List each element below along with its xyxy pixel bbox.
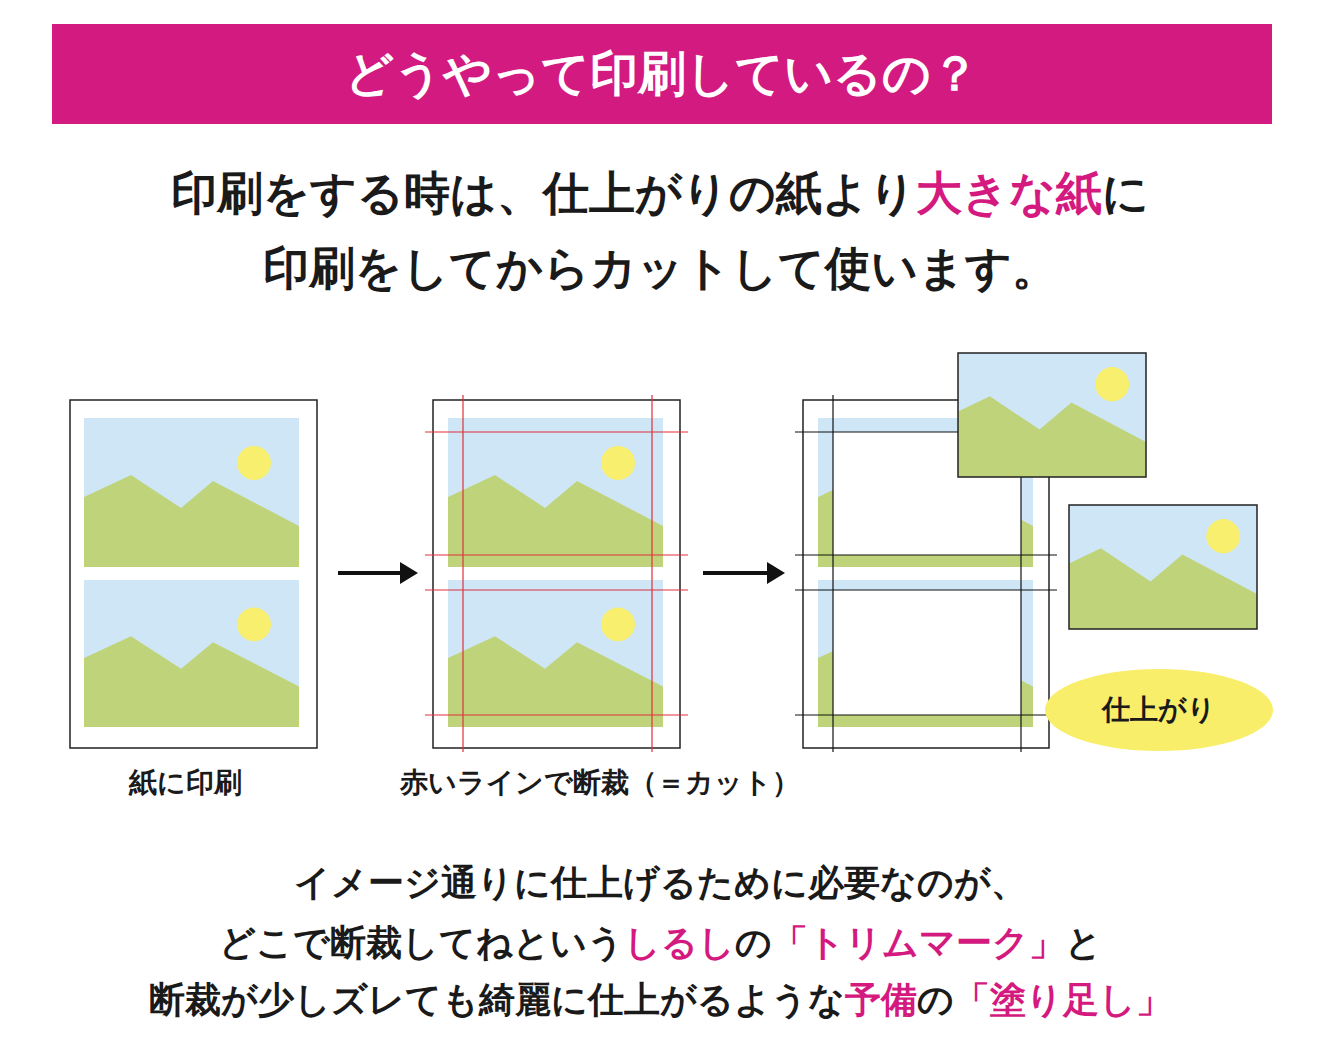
piece-border	[1069, 505, 1257, 629]
text-run: 予備	[845, 979, 917, 1020]
image	[943, 339, 1157, 489]
cut-line	[651, 395, 652, 752]
text-run: 断裁が少しズレても綺麗に仕上がるような	[149, 979, 845, 1020]
image	[448, 580, 663, 727]
flow-arrow	[703, 562, 785, 584]
arrow-line	[703, 571, 770, 575]
trim-line	[795, 589, 1057, 590]
flow-arrow	[338, 562, 418, 584]
note-text: どこで断裁してねというしるしの「トリムマーク」と	[219, 918, 1102, 968]
trim-line	[795, 554, 1057, 555]
sheet	[433, 400, 680, 748]
finished-piece	[943, 339, 1157, 489]
title-box: どうやって印刷しているの？	[52, 24, 1272, 124]
text-run: 印刷をしてからカットして使います。	[263, 241, 1058, 295]
node-label: 仕上がり	[1102, 691, 1216, 729]
step-caption: 赤いラインで断裁（＝カット）	[400, 765, 800, 801]
lead-text: 印刷をする時は、仕上がりの紙より大きな紙に印刷をしてからカットして使います。	[171, 156, 1149, 306]
sheet	[70, 400, 317, 748]
text-run: 「塗り足し」	[954, 979, 1172, 1020]
text-run: と	[1065, 922, 1102, 963]
finished-piece	[1054, 491, 1268, 641]
title-band	[52, 24, 1272, 124]
text-run: しるし	[624, 922, 735, 963]
finished-ellipse: 仕上がり	[1044, 668, 1274, 752]
cut-hole	[833, 590, 1021, 715]
leftover-bleed	[818, 580, 1033, 727]
cut-line	[425, 714, 688, 715]
note-text: 断裁が少しズレても綺麗に仕上がるような予備の「塗り足し」	[149, 975, 1172, 1025]
text-run: イメージ通りに仕上げるために必要なのが、	[294, 862, 1027, 903]
title: どうやって印刷しているの？	[345, 42, 979, 106]
trim-line	[832, 395, 833, 752]
image	[84, 580, 299, 727]
image	[84, 418, 299, 567]
image	[448, 418, 663, 567]
ellipse	[1045, 669, 1273, 751]
printed-sheet	[70, 400, 317, 748]
cut-lines	[425, 395, 688, 752]
arrow-head	[767, 562, 785, 584]
arrow-head	[400, 562, 418, 584]
text-run: 赤いラインで断裁（＝カット）	[400, 766, 800, 799]
arrow-line	[338, 571, 404, 575]
cut-line	[425, 554, 688, 555]
text-run: 印刷をする時は、仕上がりの紙より	[171, 166, 916, 220]
note-text: イメージ通りに仕上げるために必要なのが、	[294, 858, 1027, 908]
image	[1054, 491, 1268, 641]
text-run: に	[1102, 166, 1149, 220]
text-run: 「トリムマーク」	[772, 922, 1065, 963]
piece-border	[958, 353, 1146, 477]
text-run: の	[735, 922, 772, 963]
text-run: 大きな紙	[916, 166, 1102, 220]
cut-line	[425, 431, 688, 432]
piece-image	[943, 339, 1157, 489]
trim-line	[795, 714, 1057, 715]
text-run: の	[917, 979, 954, 1020]
text-run: 紙に印刷	[129, 766, 242, 799]
node-texts: 仕上がり	[1044, 668, 1274, 752]
cut-line	[462, 395, 463, 752]
text-run: どこで断裁してねという	[219, 922, 624, 963]
cut-line	[425, 589, 688, 590]
piece-image	[1054, 491, 1268, 641]
step-caption: 紙に印刷	[129, 765, 242, 801]
cut-sheet	[425, 395, 688, 752]
